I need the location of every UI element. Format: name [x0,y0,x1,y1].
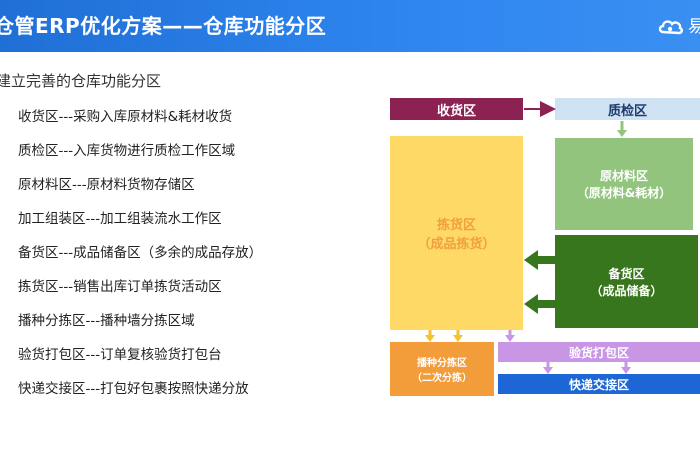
picking-zone-box: 拣货区 （成品拣货） [390,136,523,330]
raw-material-zone-box: 原材料区 （原材料&耗材） [555,138,693,230]
logo-text: 易 [688,17,700,37]
receiving-zone-label: 收货区 [436,103,476,119]
intro-text: 建立完善的仓库功能分区 [0,72,162,90]
page-title: 仓管ERP优化方案——仓库功能分区 [0,14,327,38]
packing-zone-box: 验货打包区 [498,342,700,362]
cloud-logo-icon [658,20,683,35]
list-item: 播种分拣区---播种墙分拣区域 [18,313,195,329]
picking-zone-label: 拣货区 [436,218,476,233]
stock-to-picking-arrows [524,250,556,314]
list-item: 加工组装区---加工组装流水工作区 [18,211,222,227]
title-banner: 仓管ERP优化方案——仓库功能分区 易 [0,0,700,52]
list-item: 验货打包区---订单复核验货打包台 [18,347,222,363]
express-zone-box: 快递交接区 [498,374,700,394]
zone-list: 收货区---采购入库原材料&耗材收货 质检区---入库货物进行质检工作区域 原材… [18,104,262,410]
stock-zone-label: 备货区 [608,266,645,281]
express-zone-label: 快递交接区 [568,377,629,392]
receiving-zone-box: 收货区 [390,98,523,120]
list-item: 快递交接区---打包好包裹按照快递分放 [18,381,249,397]
picking-zone-sublabel: （成品拣货） [417,237,496,252]
stock-zone-box: 备货区 （成品储备） [555,235,698,328]
list-item: 原材料区---原材料货物存储区 [18,177,195,193]
list-item: 拣货区---销售出库订单拣货活动区 [18,279,222,295]
packing-to-express-arrows [543,362,631,374]
list-item: 收货区---采购入库原材料&耗材收货 [18,109,233,125]
sorting-zone-label: 播种分拣区 [417,358,467,369]
sorting-zone-sublabel: （二次分拣） [412,373,472,384]
sorting-zone-box: 播种分拣区 （二次分拣） [390,342,494,396]
list-item: 备货区---成品储备区（多余的成品存放） [18,245,263,261]
list-item: 质检区---入库货物进行质检工作区域 [18,143,236,159]
brand-logo: 易 [658,14,700,40]
raw-material-zone-label: 原材料区 [599,169,648,183]
packing-zone-label: 验货打包区 [568,345,629,360]
raw-material-zone-sublabel: （原材料&耗材） [576,186,672,200]
qc-zone-box: 质检区 [555,98,700,120]
qc-zone-label: 质检区 [607,103,647,119]
stock-zone-sublabel: （成品储备） [590,283,663,298]
picking-to-packing-arrow [505,330,515,342]
warehouse-layout-diagram: 收货区 质检区 原材料区 （原材料&耗材） 拣货区 （成品拣货） 备货区 （成品… [386,92,700,402]
picking-to-sorting-arrows [425,330,463,342]
